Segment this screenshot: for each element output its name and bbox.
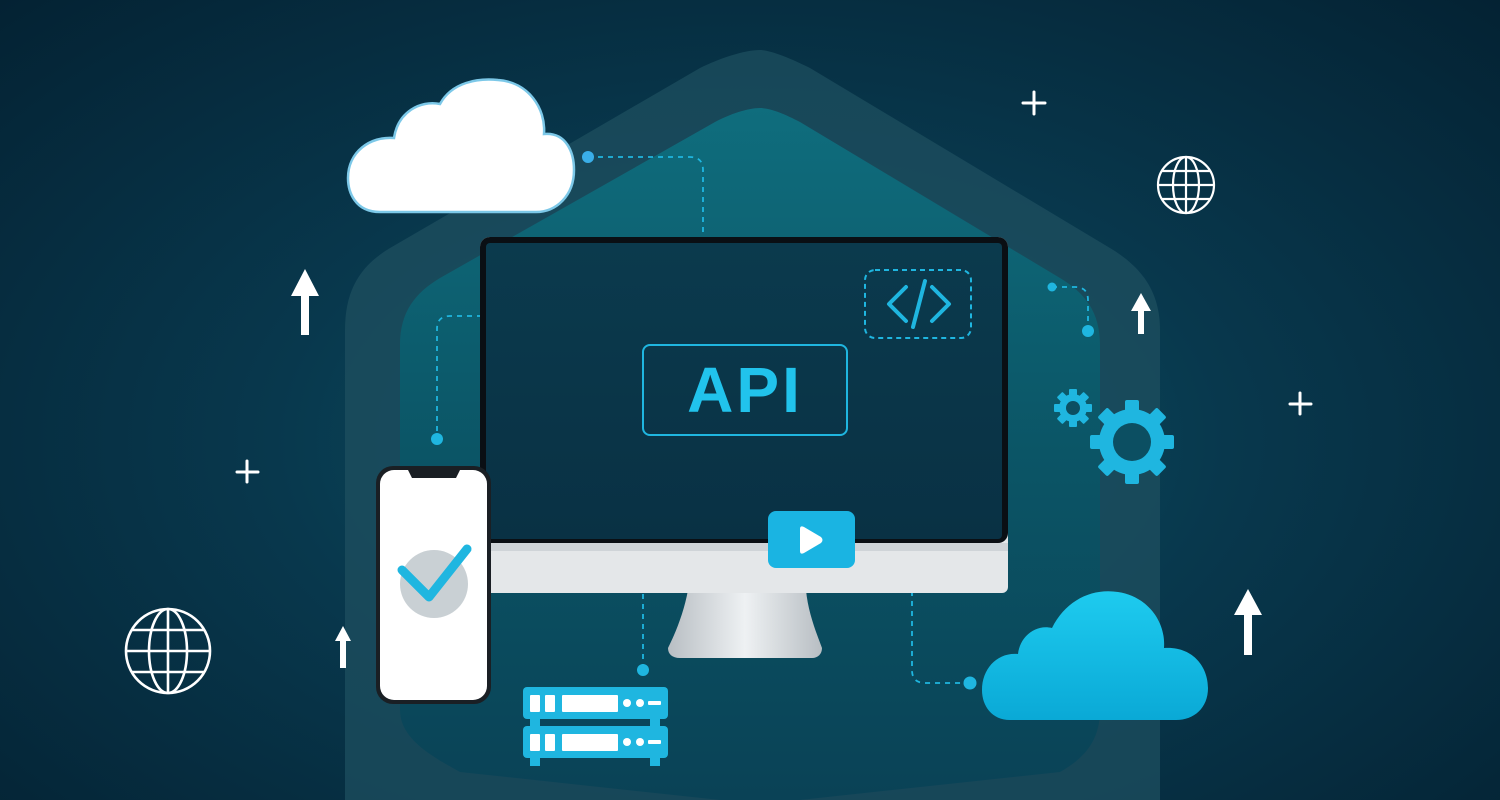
cloud-icon (982, 591, 1208, 720)
globe-icon (124, 607, 212, 695)
monitor-icon (480, 237, 1008, 658)
play-icon (768, 511, 855, 568)
arrow-up-icon (291, 269, 1262, 668)
server-icon (523, 687, 668, 766)
checkmark-icon (397, 544, 472, 602)
globe-icon (1156, 155, 1216, 215)
cloud-icon (346, 78, 576, 214)
connector-lines (436, 156, 1089, 684)
api-label: API (642, 344, 848, 436)
plus-icon (235, 90, 1313, 484)
code-icon (864, 269, 972, 339)
gear-icon (1054, 389, 1174, 484)
